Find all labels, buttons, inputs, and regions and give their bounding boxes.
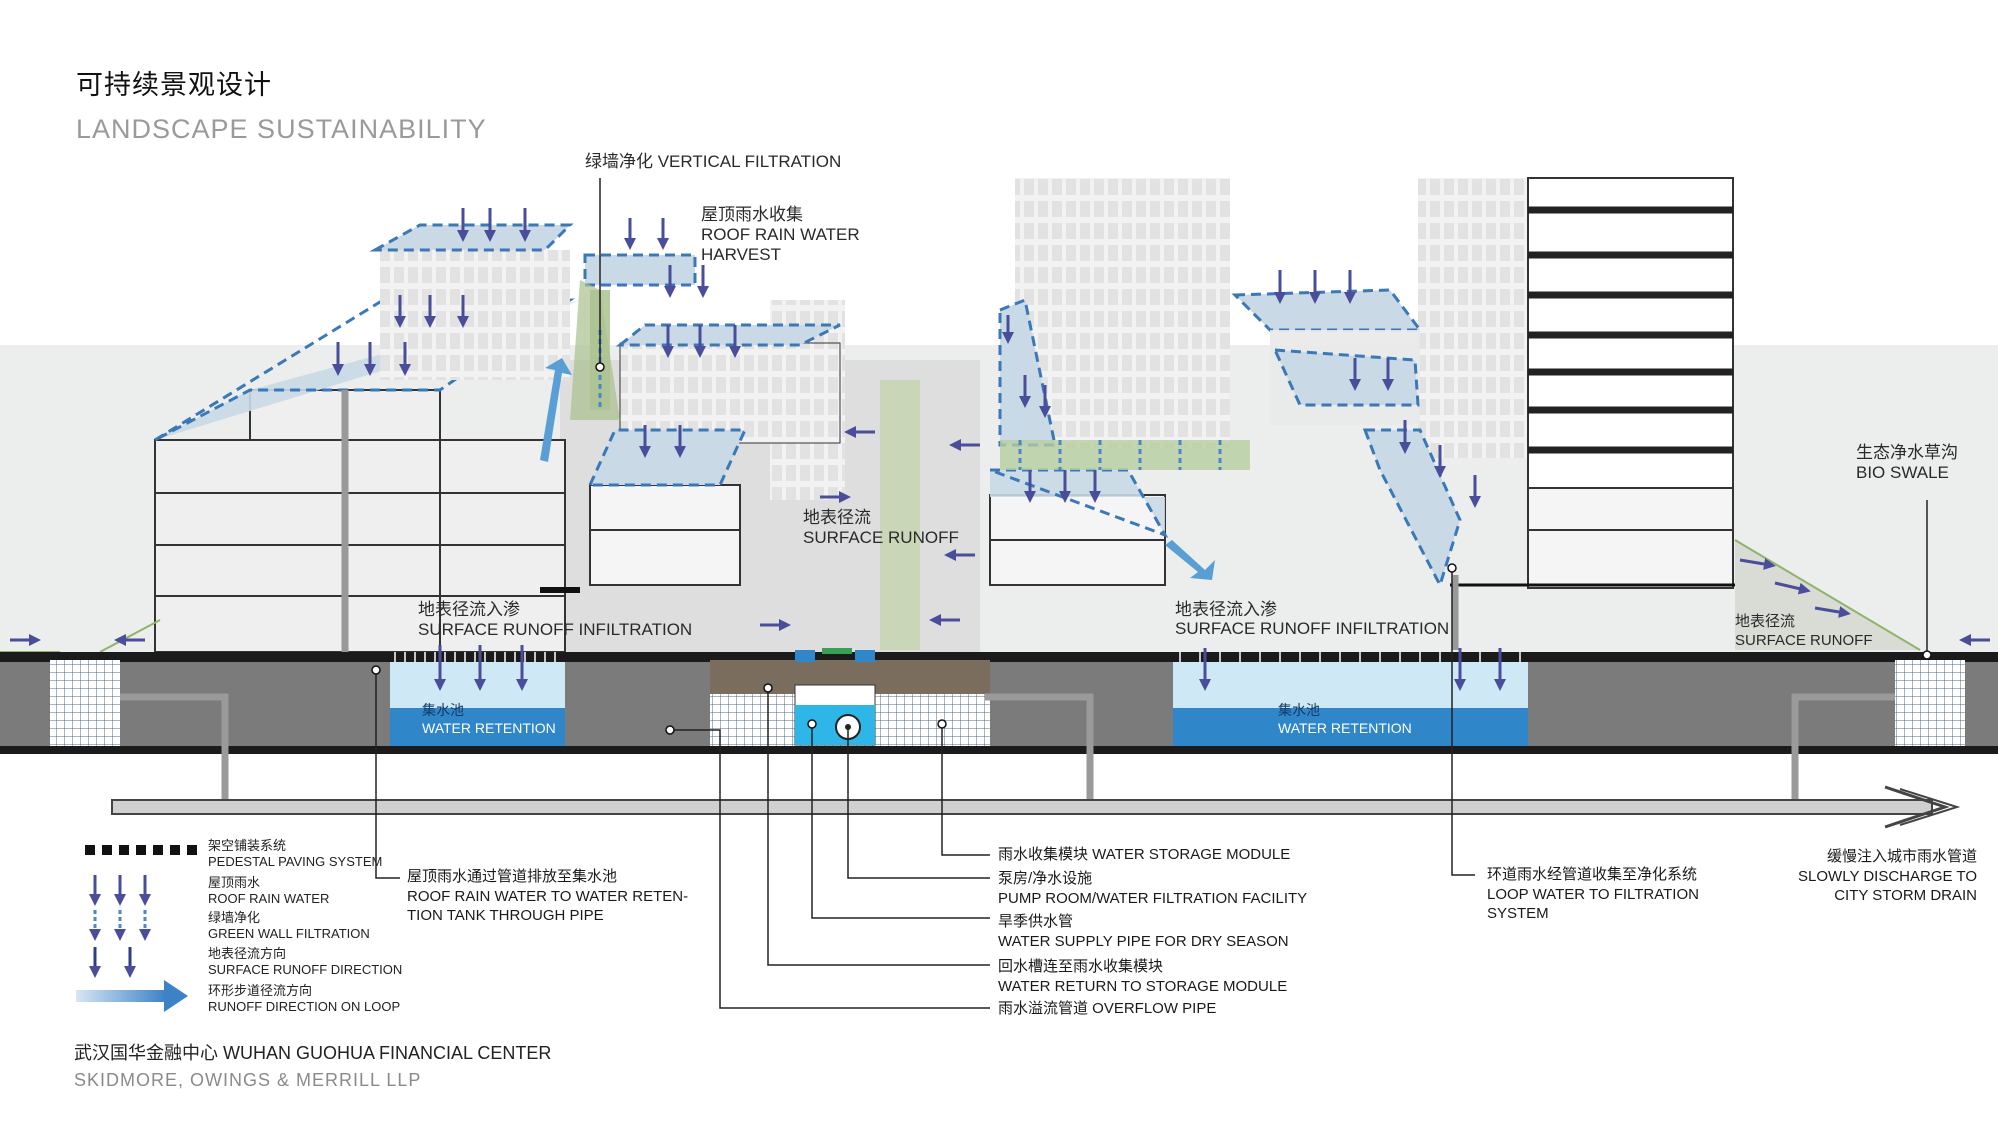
label-vertical-filtration: 绿墙净化 VERTICAL FILTRATION — [585, 152, 842, 171]
label-bio-swale-cn: 生态净水草沟 — [1856, 443, 1958, 462]
legend-item: 架空铺装系统 PEDESTAL PAVING SYSTEM — [208, 838, 382, 871]
label-infiltration-right-cn: 地表径流入渗 — [1175, 600, 1277, 619]
storm-drain-pipes — [120, 693, 1895, 805]
label-surface-runoff-right-en: SURFACE RUNOFF — [1735, 632, 1873, 649]
legend-label-cn: 架空铺装系统 — [208, 838, 287, 853]
label-retention-left-cn: 集水池 — [422, 702, 464, 718]
legend-label-en: RUNOFF DIRECTION ON LOOP — [208, 999, 401, 1015]
caption-roof-pipe-cn: 屋顶雨水通过管道排放至集水池 — [407, 868, 618, 885]
label-surface-runoff-right-cn: 地表径流 — [1735, 613, 1796, 630]
caption-supply-en: WATER SUPPLY PIPE FOR DRY SEASON — [998, 933, 1289, 950]
label-infiltration-left-en: SURFACE RUNOFF INFILTRATION — [418, 620, 693, 639]
caption-loop-en2: SYSTEM — [1487, 905, 1549, 922]
legend-label-cn: 地表径流方向 — [208, 946, 287, 961]
caption-roof-pipe-en2: TION TANK THROUGH PIPE — [407, 907, 604, 924]
label-surface-runoff-cn: 地表径流 — [803, 508, 871, 527]
leader-lines — [375, 178, 1928, 1009]
legend-label-cn: 屋顶雨水 — [208, 875, 261, 890]
label-retention-right-en: WATER RETENTION — [1278, 720, 1412, 736]
leader-dots — [371, 362, 1932, 735]
caption-loop-cn: 环道雨水经管道收集至净化系统 — [1487, 866, 1698, 883]
label-bio-swale-en: BIO SWALE — [1856, 463, 1949, 482]
center-buildings — [540, 253, 841, 593]
label-retention-left-en: WATER RETENTION — [422, 720, 556, 736]
caption-storage-module: 雨水收集模块 WATER STORAGE MODULE — [998, 846, 1291, 863]
loop-runoff-arrows — [540, 358, 1215, 580]
footer-firm: SKIDMORE, OWINGS & MERRILL LLP — [74, 1070, 422, 1090]
label-retention-right-cn: 集水池 — [1278, 702, 1320, 718]
footer-project: 武汉国华金融中心 WUHAN GUOHUA FINANCIAL CENTER — [74, 1043, 552, 1063]
caption-loop-en1: LOOP WATER TO FILTRATION — [1487, 886, 1699, 903]
page-title-en: LANDSCAPE SUSTAINABILITY — [76, 114, 487, 144]
ground-section — [0, 648, 1998, 754]
legend-label-en: SURFACE RUNOFF DIRECTION — [208, 962, 403, 978]
caption-discharge-en2: CITY STORM DRAIN — [1834, 887, 1977, 904]
pedestal-paving-icon — [85, 845, 197, 855]
caption-pump-en: PUMP ROOM/WATER FILTRATION FACILITY — [998, 890, 1308, 907]
legend-label-en: ROOF RAIN WATER — [208, 891, 330, 907]
label-infiltration-right-en: SURFACE RUNOFF INFILTRATION — [1175, 619, 1450, 638]
legend-item: 绿墙净化 GREEN WALL FILTRATION — [208, 910, 370, 943]
label-infiltration-left-cn: 地表径流入渗 — [418, 600, 520, 619]
caption-return-cn: 回水槽连至雨水收集模块 — [998, 958, 1164, 975]
caption-discharge-en1: SLOWLY DISCHARGE TO — [1798, 868, 1977, 885]
rain-arrows — [10, 208, 1990, 691]
caption-pump-cn: 泵房/净水设施 — [998, 870, 1093, 887]
caption-discharge-cn: 缓慢注入城市雨水管道 — [1826, 848, 1977, 865]
label-roof-rain-en2: HARVEST — [701, 245, 781, 264]
main-storm-drain — [111, 785, 1961, 829]
context-tower-left — [1015, 178, 1230, 448]
caption-overflow: 雨水溢流管道 OVERFLOW PIPE — [998, 1000, 1217, 1017]
legend-label-en: PEDESTAL PAVING SYSTEM — [208, 854, 383, 870]
context-tower-right — [1418, 178, 1528, 458]
legend-label-en: GREEN WALL FILTRATION — [208, 926, 370, 942]
roof-rain-arrows-icon — [89, 875, 151, 906]
legend-label-cn: 绿墙净化 — [208, 910, 261, 925]
loop-runoff-arrow-icon — [76, 980, 188, 1012]
label-surface-runoff-en: SURFACE RUNOFF — [803, 528, 959, 547]
legend-item: 屋顶雨水 ROOF RAIN WATER — [208, 875, 329, 908]
context-street-green — [880, 380, 920, 650]
legend-label-cn: 环形步道径流方向 — [208, 983, 313, 998]
surface-runoff-arrows-icon — [89, 947, 136, 978]
legend-item: 地表径流方向 SURFACE RUNOFF DIRECTION — [208, 946, 402, 979]
caption-return-en: WATER RETURN TO STORAGE MODULE — [998, 978, 1288, 995]
label-roof-rain-en1: ROOF RAIN WATER — [701, 225, 860, 244]
page-title-cn: 可持续景观设计 — [76, 70, 272, 100]
green-wall-arrows-icon — [89, 910, 151, 941]
caption-supply-cn: 旱季供水管 — [998, 913, 1074, 930]
label-roof-rain-cn: 屋顶雨水收集 — [701, 205, 803, 224]
caption-roof-pipe-en1: ROOF RAIN WATER TO WATER RETEN- — [407, 888, 689, 905]
legend-item: 环形步道径流方向 RUNOFF DIRECTION ON LOOP — [208, 983, 400, 1016]
